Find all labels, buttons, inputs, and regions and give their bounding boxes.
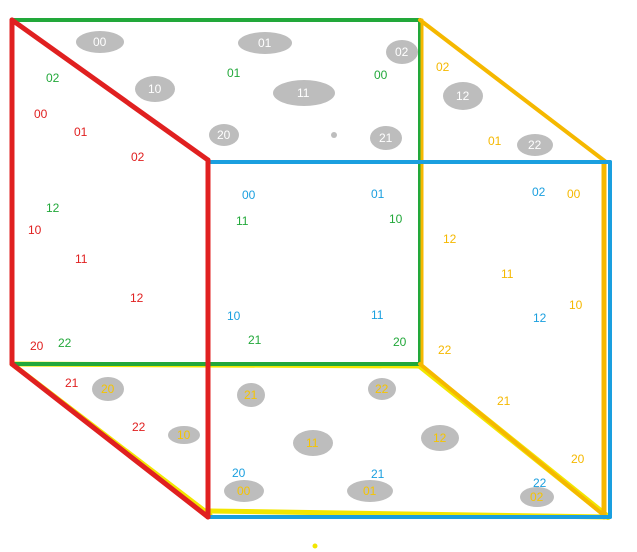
edge-label-orange: 21 [497,394,511,408]
blob-label: 12 [456,89,470,103]
edge-label-orange: 20 [571,452,585,466]
edge-label-orange: 00 [567,187,581,201]
edge-label-blue: 02 [532,185,546,199]
grey-blobs [76,31,554,507]
grey-blob [224,480,264,502]
grey-blob [135,76,175,102]
grey-blob [92,377,124,401]
grey-speck [331,132,337,138]
edge-label-green: 20 [393,335,407,349]
edge-label-green: 11 [236,214,249,228]
blob-label: 00 [237,484,251,498]
edge-orange-bottom-diagonal [418,362,608,519]
edge-label-green: 01 [227,66,241,80]
edge-orange-top-diagonal [418,18,608,164]
grey-blob [370,126,402,150]
edge-label-red: 22 [132,420,146,434]
edge-label-orange: 22 [438,343,452,357]
edge-label-blue: 20 [232,466,246,480]
blob-label: 22 [528,138,542,152]
grey-blob [386,40,418,64]
edge-label-green: 10 [389,212,403,226]
blob-label: 02 [395,45,409,59]
grey-blob [237,383,265,407]
blob-label: 11 [306,436,319,450]
edge-label-orange: 02 [436,60,450,74]
grey-blob [347,480,393,502]
edge-labels: 00 01 02 10 11 12 20 21 22 20 10 21 22 11 12 00 01 02 02 00… [28,35,585,504]
edge-red-bottom-diagonal [9,361,211,520]
edge-label-orange: 11 [501,267,514,281]
blob-label: 20 [101,382,115,396]
blob-label: 21 [379,131,393,145]
edge-label-blue: 21 [371,467,385,481]
edge-label-blue: 12 [533,311,547,325]
edge-label-green: 00 [374,68,388,82]
blob-label: 10 [148,82,162,96]
edge-label-green: 12 [46,201,60,215]
edge-label-blue: 01 [371,187,385,201]
edge-label-red: 10 [28,223,42,237]
edge-label-blue: 10 [227,309,241,323]
edge-label-red: 01 [74,125,88,139]
edge-label-blue: 22 [533,476,547,490]
grey-blob [209,124,239,146]
grey-blob [168,426,200,444]
edge-label-green: 22 [58,336,72,350]
edge-label-red: 21 [65,376,79,390]
edge-label-red: 00 [34,107,48,121]
grey-blob [520,487,554,507]
yellow-dot [312,543,318,549]
edge-label-green: 21 [248,333,262,347]
blob-label: 10 [177,428,191,442]
grey-blob [443,82,483,110]
grey-blob [421,425,459,451]
blob-label: 12 [433,431,447,445]
grey-blob [517,134,553,156]
edge-label-orange: 12 [443,232,457,246]
edge-label-red: 02 [131,150,145,164]
blob-label: 22 [375,382,389,396]
grey-blob [76,31,124,53]
blob-label: 02 [530,490,544,504]
edge-label-orange: 01 [488,134,502,148]
edge-label-green: 02 [46,71,60,85]
edge-label-red: 20 [30,339,44,353]
edge-label-orange: 10 [569,298,583,312]
edge-label-blue: 00 [242,188,256,202]
edge-label-red: 12 [130,291,144,305]
grey-blob [273,80,335,106]
blob-label: 01 [363,484,377,498]
edge-label-red: 11 [75,252,88,266]
cube-edges [9,17,612,549]
blob-label: 21 [244,388,258,402]
blob-label: 11 [297,86,310,100]
blob-label: 01 [258,36,272,50]
blob-label: 20 [217,128,231,142]
edge-label-blue: 11 [371,308,384,322]
grey-blob [238,32,292,54]
edge-red-top-diagonal [9,17,211,163]
grey-blob [293,430,333,456]
grey-blob [368,378,396,400]
blob-label: 00 [93,35,107,49]
